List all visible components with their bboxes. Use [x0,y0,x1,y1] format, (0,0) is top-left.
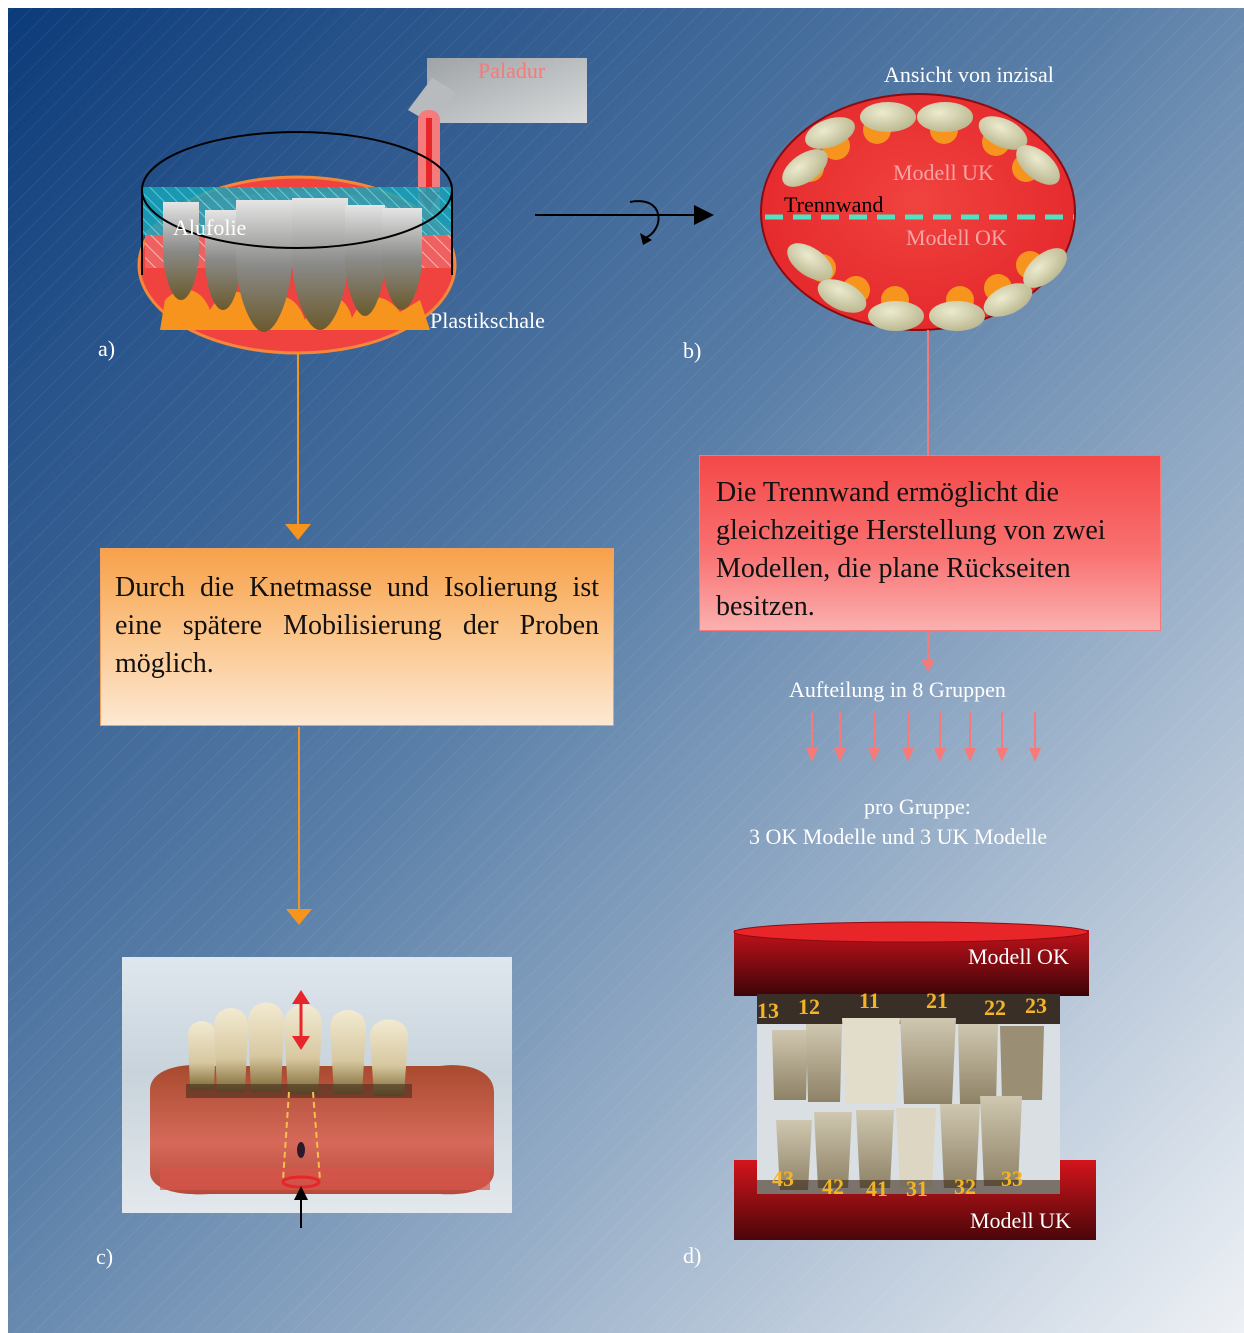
tooth-number-41: 41 [866,1176,888,1202]
per-group-detail: 3 OK Modelle und 3 UK Modelle [749,824,1047,850]
alufolie-label: Alufolie [173,215,246,241]
tooth-number-22: 22 [984,995,1006,1021]
tooth-number-12: 12 [798,994,820,1020]
panel-b-label: b) [683,338,701,364]
mobilization-note: Durch die Knetmasse und Isolierung ist e… [100,548,614,726]
panel-d-label: d) [683,1243,701,1269]
modell-uk-label: Modell UK [893,160,994,186]
mobilization-note-text: Durch die Knetmasse und Isolierung ist e… [115,572,599,679]
trennwand-note-text: Die Trennwand ermöglicht die gleichzeiti… [716,477,1106,622]
panel-a-label: a) [98,336,115,362]
plastikschale-label: Plastikschale [430,308,545,334]
tooth-number-43: 43 [772,1166,794,1192]
trennwand-label: Trennwand [784,192,883,218]
per-group-label: pro Gruppe: [864,794,971,820]
modell-ok-label: Modell OK [906,225,1007,251]
groups-split-label: Aufteilung in 8 Gruppen [789,677,1006,703]
tooth-number-23: 23 [1025,993,1047,1019]
modell-uk-base-label: Modell UK [970,1208,1071,1234]
panel-c-label: c) [96,1244,113,1270]
paladur-label: Paladur [478,58,545,84]
tooth-number-13: 13 [757,998,779,1024]
panel-c-photo [122,957,512,1228]
tooth-number-42: 42 [822,1174,844,1200]
tooth-number-21: 21 [926,988,948,1014]
trennwand-note: Die Trennwand ermöglicht die gleichzeiti… [699,455,1161,631]
tooth-number-33: 33 [1001,1166,1023,1192]
tooth-number-32: 32 [954,1174,976,1200]
tooth-number-31: 31 [906,1176,928,1202]
tooth-number-11: 11 [859,988,880,1014]
view-title: Ansicht von inzisal [884,62,1054,88]
modell-ok-base-label: Modell OK [968,944,1069,970]
